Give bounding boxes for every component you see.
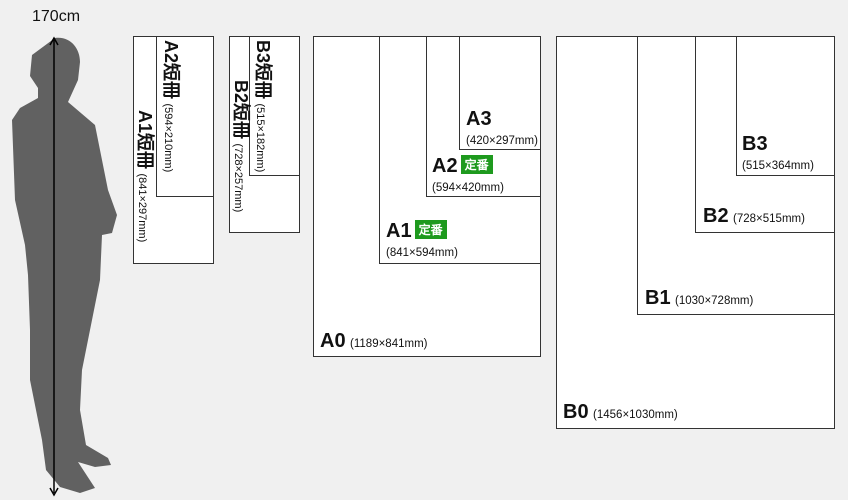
b3-label: B3 (515×364mm) xyxy=(742,133,814,172)
b3-tanzaku-label: B3短冊 (515×182mm) xyxy=(253,40,273,173)
b0-label: B0 (1456×1030mm) xyxy=(563,401,678,423)
b2-label: B2 (728×515mm) xyxy=(703,205,805,227)
a0-label: A0 (1189×841mm) xyxy=(320,330,428,352)
a3-box xyxy=(459,36,541,150)
standard-badge: 定番 xyxy=(414,220,447,239)
person-shape xyxy=(12,37,117,493)
arrow-head-bottom xyxy=(49,487,59,497)
arrow-head-top xyxy=(49,36,59,46)
b2-tanzaku-label: B2短冊 (728×257mm) xyxy=(231,80,251,213)
b3-tanzaku-box xyxy=(249,36,300,176)
b1-label: B1 (1030×728mm) xyxy=(645,287,754,309)
standard-badge: 定番 xyxy=(460,155,493,174)
a2-tanzaku-box xyxy=(156,36,214,197)
a1-tanzaku-label: A1短冊 (841×297mm) xyxy=(135,110,155,243)
height-label: 170cm xyxy=(32,8,81,25)
b3-box xyxy=(736,36,835,176)
a3-label: A3 (420×297mm) xyxy=(466,108,538,147)
a2-tanzaku-label: A2短冊 (594×210mm) xyxy=(161,40,181,173)
person-silhouette xyxy=(12,36,117,497)
